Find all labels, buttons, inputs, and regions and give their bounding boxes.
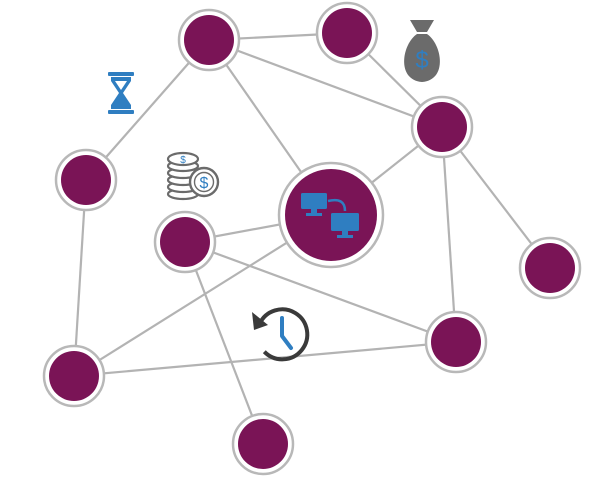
svg-text:$: $ [415,47,428,74]
edge-n3-n8 [440,126,458,343]
node-n1 [177,8,241,72]
history-clock-icon [252,307,310,362]
node-core [525,243,575,293]
node-n2 [315,1,379,65]
money-bag-icon: $ [404,20,440,82]
coin-stack-icon: $ $ [166,151,220,201]
node-core [431,317,481,367]
node-core [322,8,372,58]
network-computers-icon [301,193,359,238]
edge-n8-n9 [73,340,457,378]
nodes-layer [42,1,582,476]
node-core [184,15,234,65]
edge-n4-n9 [72,179,88,377]
node-core [61,155,111,205]
hub-node [277,161,385,269]
node-n7 [518,236,582,300]
svg-text:$: $ [180,155,186,166]
node-core [417,102,467,152]
node-n10 [231,412,295,476]
node-n4 [54,148,118,212]
svg-text:$: $ [200,175,209,192]
node-core [49,351,99,401]
node-core [160,217,210,267]
edge-n5-n10 [183,241,265,445]
node-n5 [153,210,217,274]
edge-n5-n8 [184,240,457,344]
node-core [238,419,288,469]
node-n9 [42,344,106,408]
node-n8 [424,310,488,374]
edge-n1-n3 [208,38,443,129]
node-n3 [410,95,474,159]
hourglass-icon [108,72,134,114]
